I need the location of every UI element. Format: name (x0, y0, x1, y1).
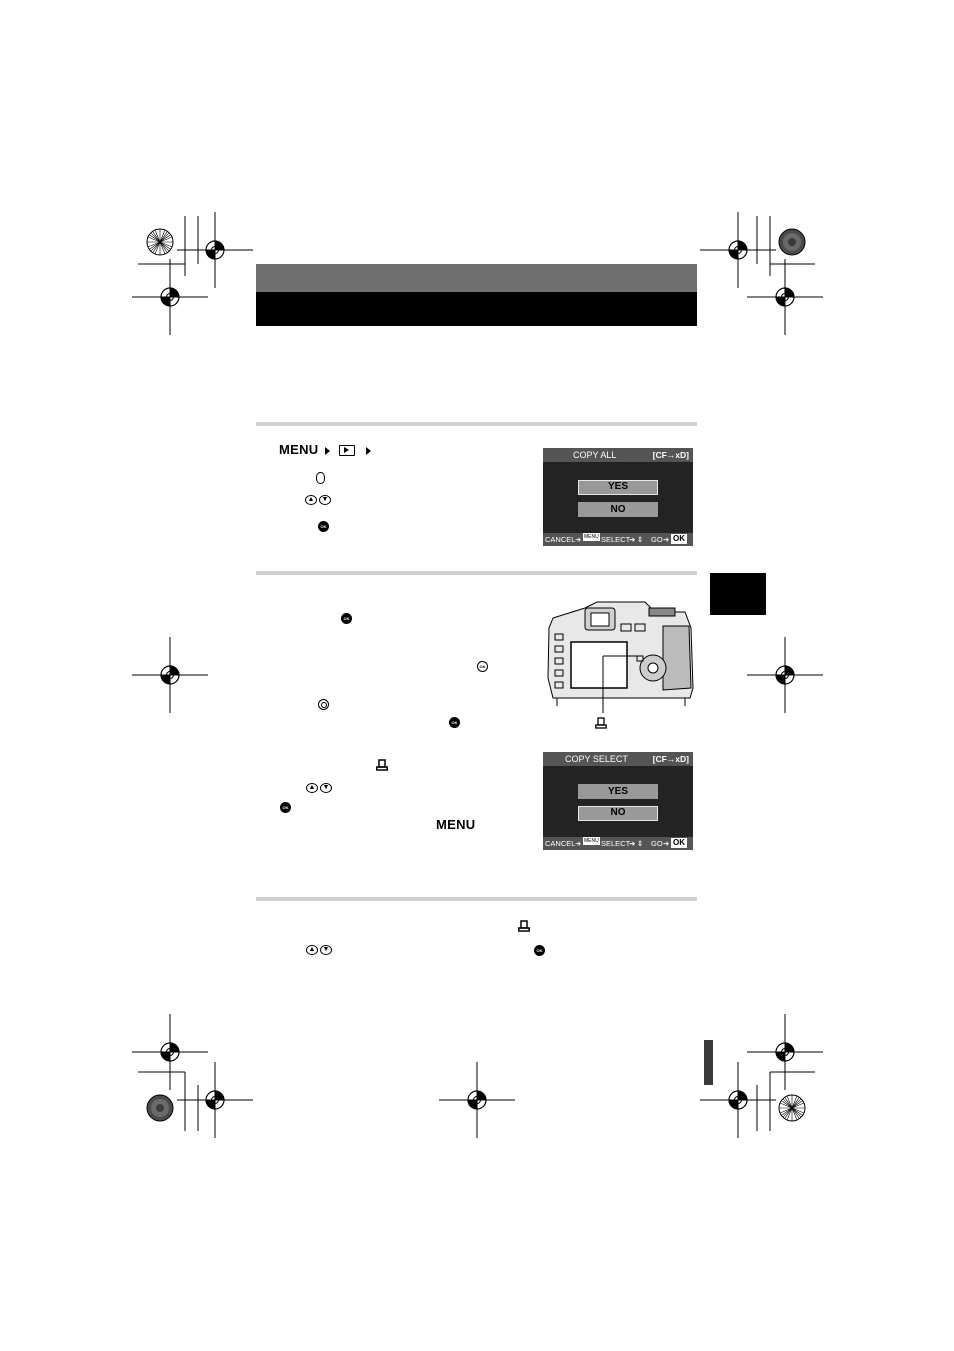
select-label: SELECT (601, 535, 631, 544)
section-rule-2 (256, 571, 697, 575)
up-down-arrows-icon: ▲ ▼ (306, 945, 344, 955)
go-label: GO (651, 535, 663, 544)
playback-tab-icon (339, 445, 355, 456)
dial-icon (316, 472, 325, 484)
menu-key-icon: MENU (583, 837, 600, 845)
arrow-icon: ➜ (663, 839, 670, 848)
ok-button-icon: OK (449, 717, 460, 728)
select-label: SELECT (601, 839, 631, 848)
menu-button-label: MENU (279, 442, 319, 457)
ok-button-icon: OK (318, 521, 329, 532)
camera-back-illustration (547, 601, 694, 713)
up-down-key-icon: ⇕ (637, 839, 644, 848)
ok-button-icon: OK (280, 802, 291, 813)
up-down-key-icon: ⇕ (637, 535, 644, 544)
media-indicator: [CF→xD] (652, 754, 689, 764)
arrow-icon: ➜ (575, 839, 582, 848)
no-option[interactable]: NO (578, 502, 658, 517)
up-down-arrows-icon: ▲ ▼ (305, 495, 343, 505)
arrow-icon: ➜ (629, 535, 636, 544)
menu-key-icon: MENU (583, 533, 600, 541)
arrow-icon: ➜ (629, 839, 636, 848)
go-label: GO (651, 839, 663, 848)
cancel-label: CANCEL (545, 535, 576, 544)
triangle-right-icon (325, 447, 330, 455)
screen-title: COPY ALL (573, 450, 617, 460)
yes-option[interactable]: YES (578, 480, 658, 495)
triangle-right-icon (366, 447, 371, 455)
yes-option[interactable]: YES (578, 784, 658, 799)
print-order-icon (376, 759, 388, 771)
print-order-icon (518, 920, 530, 932)
screen-footer: CANCEL ➜ MENU SELECT ➜ ⇕ GO ➜ OK (543, 837, 693, 850)
cancel-label: CANCEL (545, 839, 576, 848)
arrow-icon: ➜ (663, 535, 670, 544)
ok-button-icon: OK (534, 945, 545, 956)
screen-title-bar: COPY SELECT [CF→xD] (543, 752, 693, 766)
screen-title-bar: COPY ALL [CF→xD] (543, 448, 693, 462)
copy-select-screen: COPY SELECT [CF→xD] YES NO CANCEL ➜ MENU… (543, 752, 693, 850)
no-option[interactable]: NO (578, 806, 658, 821)
arrow-pad-icon (318, 699, 329, 710)
print-order-icon (595, 717, 607, 729)
up-down-arrows-icon: ▲ ▼ (306, 783, 344, 793)
media-indicator: [CF→xD] (652, 450, 689, 460)
section-rule-3 (256, 897, 697, 901)
screen-title: COPY SELECT (565, 754, 628, 764)
chapter-tab (710, 573, 766, 615)
chapter-header-band (256, 264, 697, 292)
ok-button-icon: OK (477, 661, 488, 672)
section-title-band (256, 292, 697, 326)
ok-key-label: OK (671, 838, 687, 848)
arrow-icon: ➜ (575, 535, 582, 544)
ok-key-label: OK (671, 534, 687, 544)
copy-all-screen: COPY ALL [CF→xD] YES NO CANCEL ➜ MENU SE… (543, 448, 693, 546)
ok-button-icon: OK (341, 613, 352, 624)
menu-button-label: MENU (436, 817, 476, 832)
page-edge-bar (704, 1040, 713, 1085)
section-rule-1 (256, 422, 697, 426)
screen-footer: CANCEL ➜ MENU SELECT ➜ ⇕ GO ➜ OK (543, 533, 693, 546)
